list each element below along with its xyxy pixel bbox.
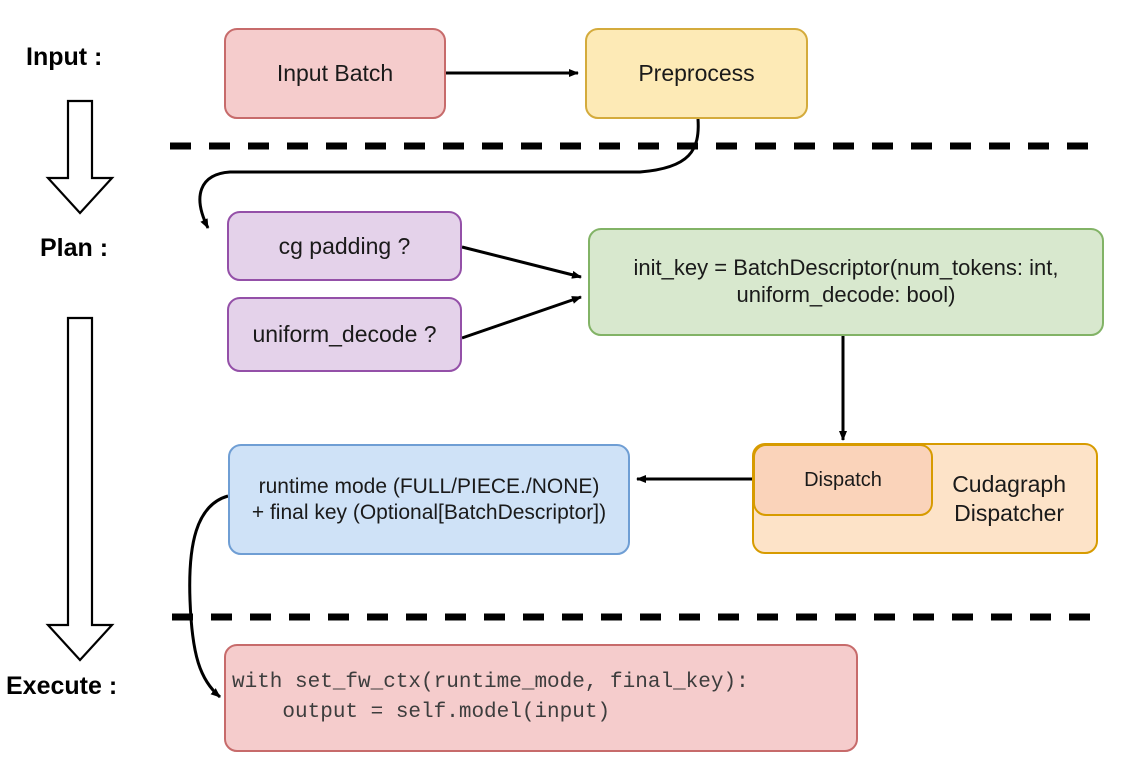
node-input-batch-label: Input Batch (276, 60, 394, 87)
node-uniform-decode-label: uniform_decode ? (252, 321, 437, 348)
node-code-block-text: with set_fw_ctx(runtime_mode, final_key)… (232, 668, 749, 728)
stage-label-input: Input : (26, 43, 103, 71)
node-code-block-line1: with set_fw_ctx(runtime_mode, final_key)… (232, 671, 749, 695)
node-dispatch-label: Dispatch (804, 468, 882, 491)
node-runtime-mode[interactable]: runtime mode (FULL/PIECE./NONE) + final … (228, 444, 630, 555)
input-to-plan-arrow (45, 99, 115, 215)
node-input-batch[interactable]: Input Batch (224, 28, 446, 119)
node-runtime-mode-line2: + final key (Optional[BatchDescriptor]) (251, 500, 607, 524)
node-cg-padding-label: cg padding ? (278, 232, 411, 259)
stage-label-execute: Execute : (6, 672, 118, 700)
node-cudagraph-dispatcher-line2: Dispatcher (954, 499, 1065, 526)
node-init-key[interactable]: init_key = BatchDescriptor(num_tokens: i… (588, 228, 1104, 336)
node-cg-padding[interactable]: cg padding ? (227, 211, 462, 281)
node-preprocess-label: Preprocess (638, 60, 755, 87)
node-code-block-line2: output = self.model(input) (232, 701, 611, 724)
node-cudagraph-dispatcher-text: Cudagraph Dispatcher (952, 470, 1066, 526)
node-init-key-line2: uniform_decode: bool) (736, 282, 956, 307)
node-code-block[interactable]: with set_fw_ctx(runtime_mode, final_key)… (224, 644, 858, 752)
runtime-mode-to-code-block-arrow (188, 494, 229, 699)
uniform-decode-to-init-key-arrow (461, 295, 582, 340)
node-init-key-line1: init_key = BatchDescriptor(num_tokens: i… (633, 255, 1059, 281)
cg-padding-to-init-key-arrow (461, 245, 582, 279)
node-cudagraph-dispatcher-line1: Cudagraph (952, 471, 1066, 498)
node-uniform-decode[interactable]: uniform_decode ? (227, 297, 462, 372)
plan-to-execute-arrow (45, 316, 115, 662)
node-runtime-mode-text: runtime mode (FULL/PIECE./NONE) + final … (252, 474, 606, 525)
node-preprocess[interactable]: Preprocess (585, 28, 808, 119)
stage-label-plan: Plan : (40, 234, 109, 262)
node-init-key-text: init_key = BatchDescriptor(num_tokens: i… (634, 255, 1059, 309)
node-runtime-mode-line1: runtime mode (FULL/PIECE./NONE) (258, 474, 600, 498)
node-dispatch[interactable]: Dispatch (753, 444, 933, 516)
